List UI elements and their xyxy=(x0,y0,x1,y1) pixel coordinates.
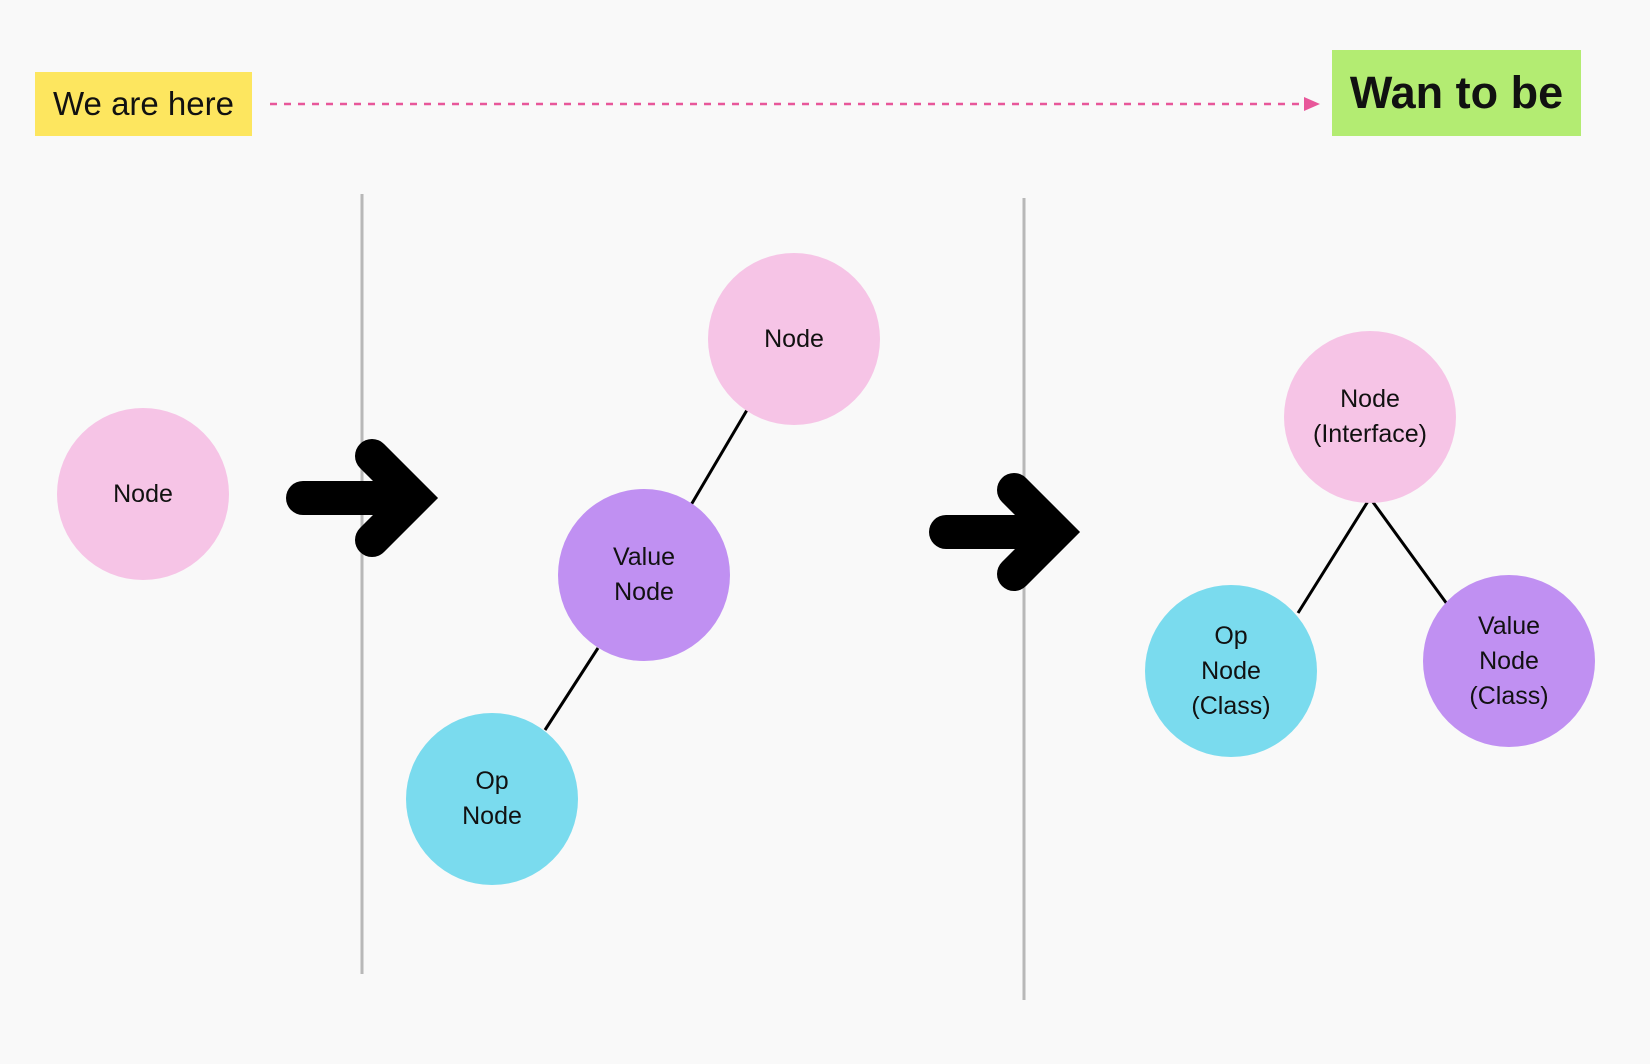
stage3-value-node-class: Value Node (Class) xyxy=(1423,575,1595,747)
current-state-label: We are here xyxy=(35,72,252,136)
edge-value-op xyxy=(543,647,600,731)
dashed-arrow-head xyxy=(1304,97,1320,111)
edge-node-value xyxy=(689,409,749,506)
stage3-interface-node: Node (Interface) xyxy=(1284,331,1456,503)
stage1-node: Node xyxy=(57,408,229,580)
stage2-value-node: Value Node xyxy=(558,489,730,661)
edge-interface-children xyxy=(1296,495,1449,614)
stage3-op-node-class: Op Node (Class) xyxy=(1145,585,1317,757)
transition-arrow-1 xyxy=(286,439,439,557)
transition-arrow-2 xyxy=(929,473,1081,591)
target-state-label: Wan to be xyxy=(1332,50,1581,136)
stage2-op-node: Op Node xyxy=(406,713,578,885)
stage2-node: Node xyxy=(708,253,880,425)
